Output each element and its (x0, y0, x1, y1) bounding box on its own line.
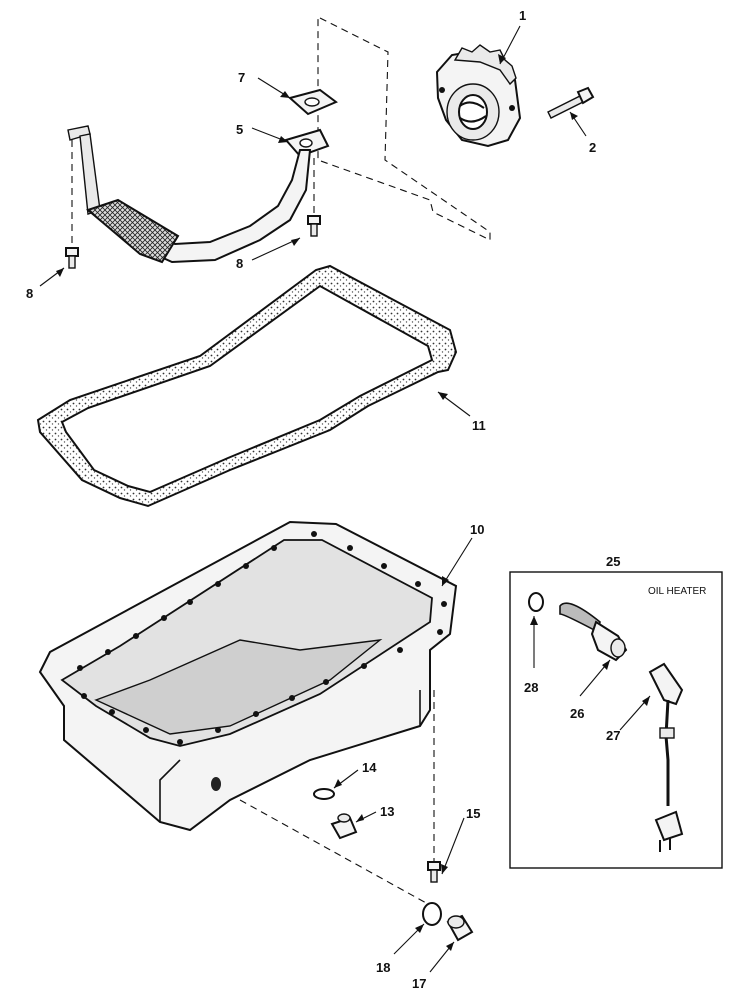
callout-5: 5 (236, 122, 243, 137)
callout-7: 7 (238, 70, 245, 85)
washer-14 (313, 788, 335, 800)
callout-10: 10 (470, 522, 484, 537)
callout-labels: 1 2 5 7 8 8 10 11 13 14 15 17 18 25 26 2… (26, 8, 620, 991)
leader-lines (39, 25, 651, 973)
callout-2: 2 (589, 140, 596, 155)
callout-1: 1 (519, 8, 526, 23)
pump-alignment-line (317, 17, 491, 241)
callout-15: 15 (466, 806, 480, 821)
callout-14: 14 (362, 760, 377, 775)
callout-17: 17 (412, 976, 426, 991)
callout-13: 13 (380, 804, 394, 819)
oil-heater-inset: OIL HEATER (509, 571, 723, 869)
heater-cord-27 (648, 662, 684, 852)
bolt-15 (427, 861, 441, 883)
drain-guide-line (239, 799, 429, 905)
gasket-small (287, 88, 338, 116)
callout-8-right: 8 (236, 256, 243, 271)
callout-27: 27 (606, 728, 620, 743)
oil-pump (435, 44, 522, 148)
washer-28 (528, 592, 544, 612)
callout-11: 11 (472, 418, 486, 433)
oil-pan-gasket (36, 264, 458, 508)
inset-title: OIL HEATER (648, 586, 706, 597)
bolt-left (65, 247, 79, 269)
oil-pan (38, 520, 458, 832)
plug-13 (330, 813, 358, 840)
heater-element-26 (559, 602, 628, 662)
callout-28: 28 (524, 680, 538, 695)
callout-25: 25 (606, 554, 620, 569)
washer-18 (422, 902, 442, 926)
bolt (547, 86, 595, 119)
oil-pickup-tube (67, 125, 330, 264)
bolt-right (307, 215, 321, 237)
callout-8-left: 8 (26, 286, 33, 301)
callout-18: 18 (376, 960, 390, 975)
drain-plug-17 (446, 914, 474, 942)
callout-26: 26 (570, 706, 584, 721)
